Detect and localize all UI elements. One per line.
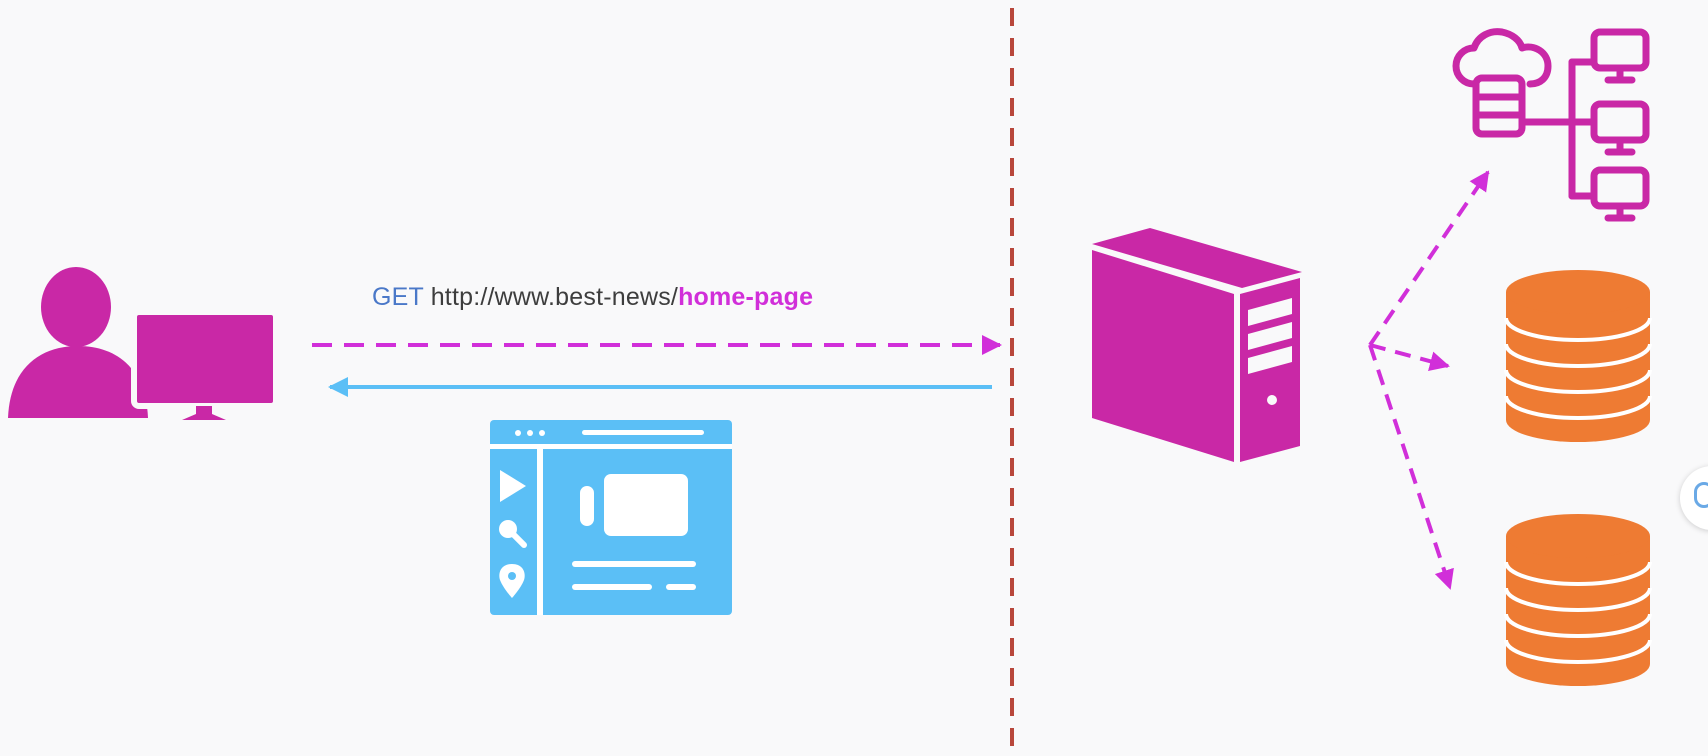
widget-icon: [1694, 482, 1708, 508]
user-with-computer-icon: [8, 267, 279, 420]
request-method: GET: [372, 283, 424, 311]
search-icon: [499, 520, 527, 548]
request-url-path: home-page: [678, 283, 814, 311]
request-label: GET http://www.best-news/home-page: [372, 283, 813, 312]
server-to-cloud-arrow: [1368, 170, 1490, 347]
play-icon: [500, 470, 526, 502]
cloud-network-icon: [1452, 28, 1650, 222]
database-icon: [1504, 270, 1652, 442]
server-to-database-1-arrow: [1369, 343, 1450, 371]
server-tower-icon: [1092, 228, 1302, 462]
location-pin-icon: [499, 564, 525, 598]
database-icon: [1504, 514, 1652, 686]
request-url-host: http://www.best-news/: [430, 283, 679, 311]
server-to-database-2-arrow: [1368, 344, 1454, 590]
web-page-icon: [490, 420, 732, 615]
